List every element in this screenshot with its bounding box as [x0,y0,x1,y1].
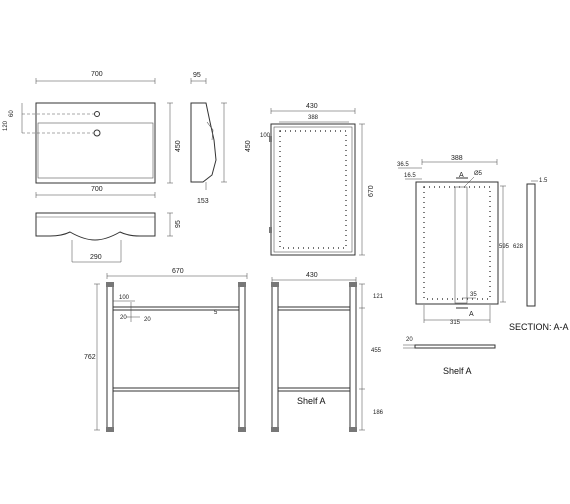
stand-d3-label: 5 [214,310,218,316]
stand-side-view: 430 121 455 186 Shelf A [271,272,384,432]
section-width-label: 388 [451,155,463,162]
mirror-inner-width-label: 388 [308,115,319,121]
overflow-offset-label: 120 [3,120,9,131]
basin-depth-label: 450 [175,140,182,152]
waste-hole [93,129,101,137]
hole-diameter-label: Ø5 [474,171,483,177]
mirror-front-view: 430 388 100 670 [260,103,375,256]
section-small-label: 35 [470,292,477,298]
stand-offset-label: 100 [119,295,130,301]
stand-d1-label: 20 [120,315,127,321]
waste-spacing-label: 290 [90,254,102,261]
basin-front-view: 700 95 290 [35,186,182,263]
cut-mark-top: A [459,172,464,179]
stand-side-middle-label: 455 [371,348,382,354]
mirror-height-label: 670 [368,185,375,197]
shelf-thickness-label: 20 [406,337,413,343]
basin-side-bottom-label: 153 [197,198,209,205]
stand-shelf-label: Shelf A [297,396,326,406]
stand-side-bottom-label: 186 [373,410,384,416]
section-view: 388 36.5 16.5 A Ø5 595 628 1.5 35 A 315 … [397,155,569,332]
basin-side-view: 95 450 153 [190,72,252,205]
mirror-top-offset-label: 100 [260,133,271,139]
stand-width-label: 670 [172,268,184,275]
basin-front-width-label: 700 [91,186,103,193]
section-inner-height-label: 595 [499,244,510,250]
basin-top-view: 700 60 120 450 [3,71,182,184]
mirror-width-label: 430 [306,103,318,110]
basin-side-width-label: 95 [193,72,201,79]
stand-height-label: 762 [84,354,96,361]
tap-hole [94,111,100,117]
section-title: SECTION: A-A [509,322,569,332]
section-edge-b-label: 16.5 [404,173,416,179]
basin-front-height-label: 95 [175,220,182,228]
stand-d2-label: 20 [144,317,151,323]
section-outer-height-label: 628 [513,244,524,250]
stand-side-width-label: 430 [306,272,318,279]
stand-front-view: 670 100 20 20 5 762 [84,268,248,432]
shelf-label: Shelf A [443,366,472,376]
section-edge-a-label: 36.5 [397,162,409,168]
basin-width-label: 700 [91,71,103,78]
shelf-detail: 20 Shelf A [403,337,496,376]
section-bottom-width-label: 315 [450,320,461,326]
basin-side-depth-label: 450 [245,140,252,152]
cut-mark-bottom: A [469,311,474,318]
section-thickness-label: 1.5 [539,178,548,184]
tap-offset-label: 60 [9,110,15,117]
stand-side-top-label: 121 [373,294,384,300]
